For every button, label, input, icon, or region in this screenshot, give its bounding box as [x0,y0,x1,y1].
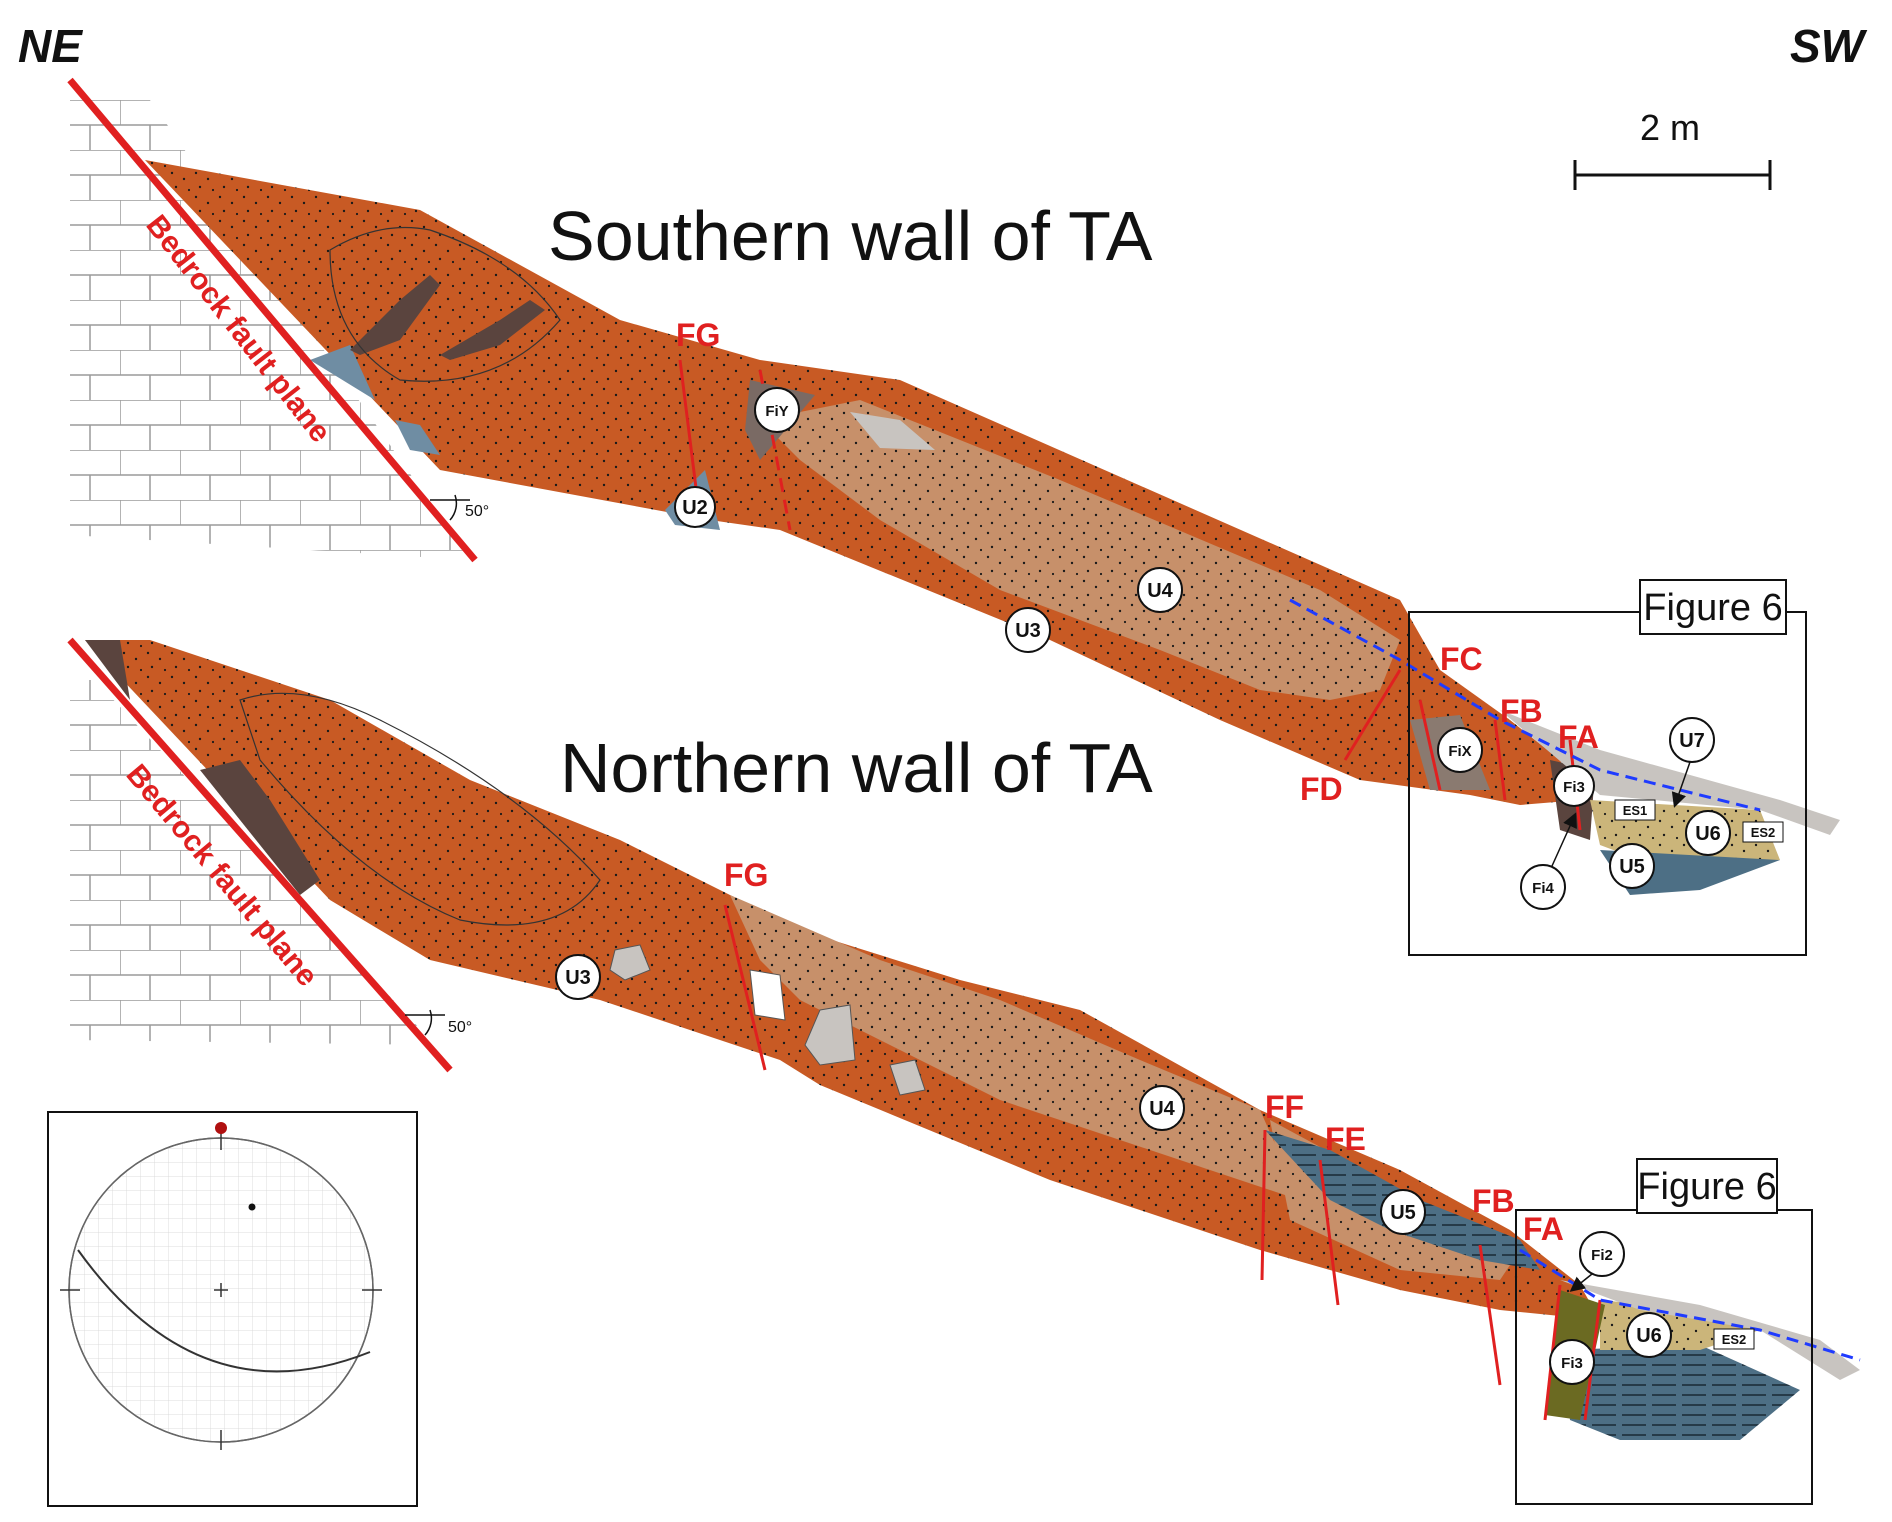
ne-label: NE [18,20,83,72]
sw-label: SW [1790,20,1868,72]
unit-label-fiy: FiY [754,387,800,433]
fault-label-fc: FC [1440,641,1483,677]
svg-text:ES2: ES2 [1751,825,1776,840]
unit-dark-lens [350,275,440,355]
svg-text:U2: U2 [682,497,708,519]
svg-text:2 m: 2 m [1640,107,1700,148]
svg-text:U5: U5 [1619,856,1645,878]
surface-es1: ES1 [1614,799,1656,821]
unit-light-gray-north [1560,1280,1860,1380]
unit-label-fi2: Fi2 [1569,1231,1625,1292]
svg-text:ES1: ES1 [1623,803,1648,818]
unit-label-u5-north: U5 [1380,1189,1426,1235]
bedrock-fault-plane [67,637,453,1073]
unit-label-u4-north: U4 [1139,1085,1185,1131]
fault-line [723,904,767,1071]
unit-label-u4-south: U4 [1137,567,1183,613]
northern-wall: Bedrock fault plane 50° Northern wall of… [67,637,1861,1505]
unit-label-u3-south: U3 [1005,607,1051,653]
fault-label-fa-north: FA [1523,1211,1564,1247]
fault-label-fg-south: FG [676,317,720,353]
svg-text:Fi3: Fi3 [1561,1355,1583,1372]
fault-label-fa-south: FA [1558,719,1599,755]
svg-text:U3: U3 [1015,620,1041,642]
fault-label-fd: FD [1300,771,1343,807]
fault-label-fb-south: FB [1500,693,1543,729]
unit-label-u7: U7 [1669,717,1715,808]
svg-text:FiX: FiX [1448,743,1471,760]
unit-label-fi3-north: Fi3 [1549,1339,1595,1385]
stereonet [47,1111,418,1507]
svg-text:Fi3: Fi3 [1563,779,1585,796]
unit-label-fi3-south: Fi3 [1553,765,1595,807]
unit-label-u6-north: U6 [1626,1312,1672,1358]
fault-label-ff: FF [1265,1089,1304,1125]
svg-text:U6: U6 [1695,823,1721,845]
svg-text:U3: U3 [565,967,591,989]
fault-label-fe: FE [1325,1121,1366,1157]
svg-text:Fi2: Fi2 [1591,1247,1613,1264]
surface-es2-north: ES2 [1713,1328,1755,1350]
unit-bedrock-wedge [310,345,375,400]
svg-text:FiY: FiY [765,403,788,420]
svg-text:U4: U4 [1149,1098,1175,1120]
unit-light-gray [850,412,935,450]
unit-label-fi4: Fi4 [1520,812,1577,910]
fault-label-fg-north: FG [724,857,768,893]
unit-label-u6-south: U6 [1685,810,1731,856]
fault-label-fb-north: FB [1472,1183,1515,1219]
scale-bar: 2 m [1573,107,1772,190]
unit-label-u2: U2 [674,486,716,528]
svg-text:U7: U7 [1679,730,1705,752]
unit-u7 [1500,710,1840,835]
southern-wall: Bedrock fault plane 50° Southern wall of… [67,77,1840,956]
svg-text:U4: U4 [1147,580,1173,602]
unit-label-u5-south: U5 [1609,843,1655,889]
pole-point [215,1122,227,1134]
svg-text:U6: U6 [1636,1325,1662,1347]
figure-6-label-north: Figure 6 [1637,1166,1776,1208]
measurement-point [248,1203,256,1211]
bedrock-fault-plane [67,77,478,563]
svg-text:U5: U5 [1390,1202,1416,1224]
northern-wall-title: Northern wall of TA [560,729,1153,807]
dip-angle: 50° [448,1019,472,1036]
svg-text:ES2: ES2 [1722,1332,1747,1347]
bedrock-block [70,100,470,560]
unit-dark-lens [200,760,320,895]
unit-label-fix: FiX [1437,727,1483,773]
figure-6-label-south: Figure 6 [1643,587,1782,629]
great-circle [77,1249,371,1373]
figure-6-box-south [1408,611,1807,956]
gray-clast [609,944,651,981]
southern-wall-title: Southern wall of TA [548,197,1153,275]
surface-es2-south: ES2 [1742,821,1784,843]
svg-text:Fi4: Fi4 [1532,880,1554,897]
dip-angle: 50° [465,503,489,520]
hatched-clast [749,969,786,1021]
unit-label-u3-north: U3 [555,954,601,1000]
